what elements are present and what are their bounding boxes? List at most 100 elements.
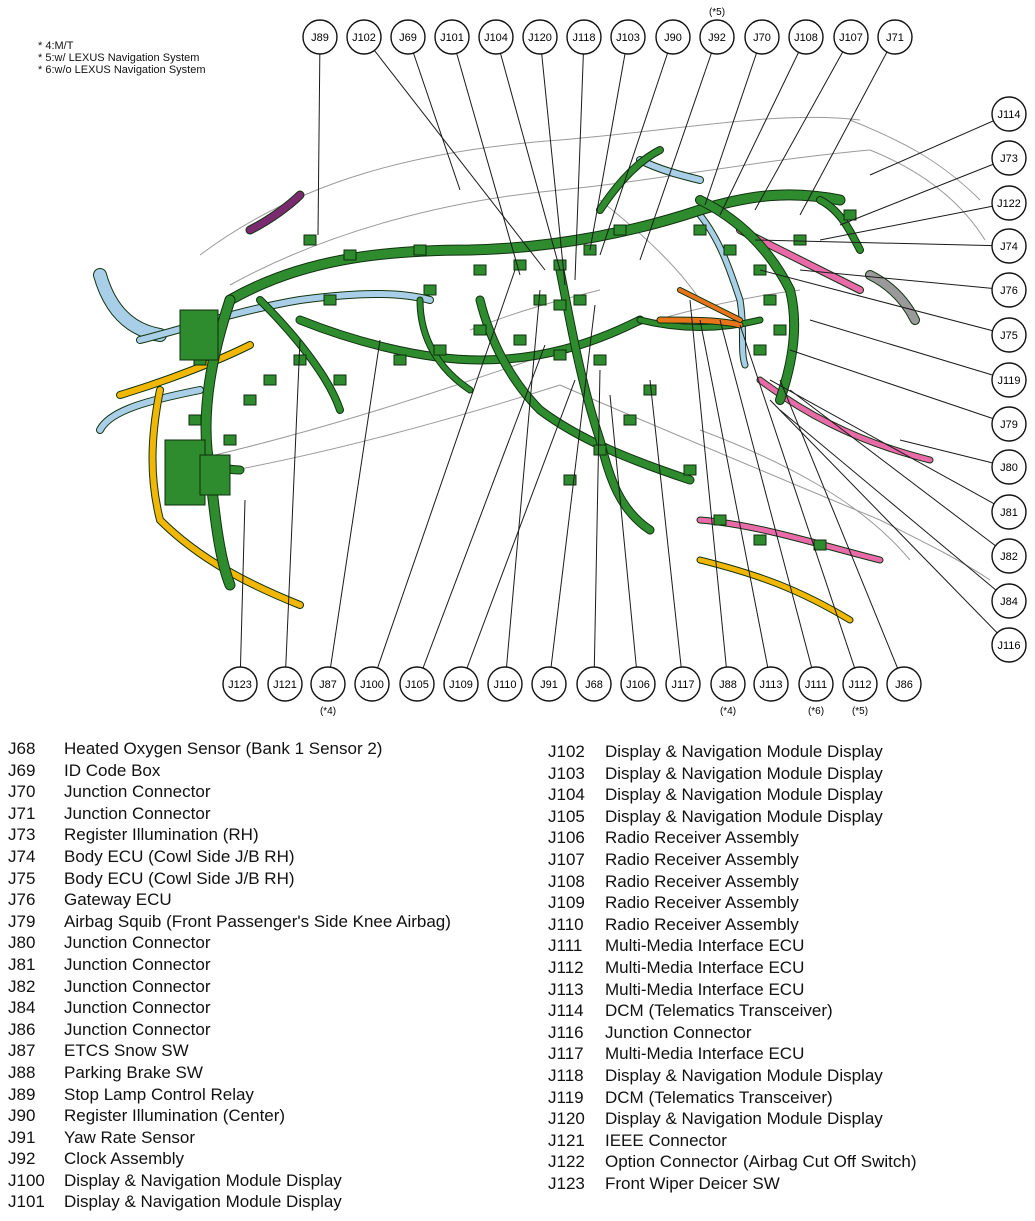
connector-symbol [623, 414, 637, 426]
legend-description: Option Connector (Airbag Cut Off Switch) [605, 1152, 917, 1172]
callout-circle [610, 19, 646, 55]
legend-description: Display & Navigation Module Display [64, 1192, 342, 1212]
legend-description: ID Code Box [64, 760, 161, 780]
legend-description: Junction Connector [64, 933, 211, 953]
callout-circle [699, 19, 735, 55]
connector-symbol [683, 464, 697, 476]
leader-line [639, 36, 718, 261]
legend-row: J89 Stop Lamp Control Relay [8, 1084, 451, 1106]
leader-line [539, 36, 566, 286]
leader-line [699, 319, 772, 685]
callout-label: J90 [664, 32, 682, 44]
callout-circle [798, 666, 834, 702]
callout-label: J82 [1000, 551, 1018, 563]
legend-code: J120 [548, 1109, 585, 1129]
legend-description: Display & Navigation Module Display [605, 1109, 883, 1129]
harness-wire-outline [696, 556, 854, 624]
callout-label: J117 [671, 679, 694, 691]
leader-line [704, 36, 763, 206]
legend-code: J79 [8, 911, 36, 931]
callout-label: J73 [1000, 153, 1018, 165]
harness-wire [866, 271, 919, 324]
leader-line [739, 324, 861, 685]
callout-circle [576, 666, 612, 702]
callout-circle [991, 185, 1027, 221]
leader-line [548, 304, 596, 685]
legend-code: J106 [548, 828, 585, 848]
connector-symbol [333, 374, 347, 386]
legend-code: J105 [548, 806, 585, 826]
callout-label: J68 [585, 679, 603, 691]
callout-label: J86 [895, 679, 913, 691]
callout-note: (*5) [852, 706, 868, 717]
connector-symbol [303, 234, 317, 246]
connector-symbol [563, 474, 577, 486]
leader-line [589, 36, 629, 251]
legend-code: J89 [8, 1084, 36, 1104]
legend-description: ETCS Snow SW [64, 1041, 189, 1061]
legend-code: J71 [8, 803, 36, 823]
leader-lines [239, 36, 1010, 685]
leader-line [779, 409, 1010, 602]
legend-description: Front Wiper Deicer SW [605, 1173, 780, 1193]
legend-description: Radio Receiver Assembly [605, 828, 799, 848]
connector-symbol [513, 259, 527, 271]
notes: * 4:M/T * 5:w/ LEXUS Navigation System *… [38, 40, 206, 76]
connector-symbol [343, 249, 357, 261]
legend-code: J69 [8, 760, 36, 780]
legend-code: J84 [8, 998, 36, 1018]
legend-code: J76 [8, 890, 36, 910]
leader-line [407, 36, 461, 191]
leader-line [371, 269, 516, 685]
legend-description: Register Illumination (Center) [64, 1106, 286, 1126]
callout-label: J109 [449, 679, 473, 691]
callout-label: J105 [405, 679, 429, 691]
legend-code: J123 [548, 1173, 585, 1193]
connector-symbol [573, 294, 587, 306]
connector-symbol [613, 224, 627, 236]
legend-row: J106 Radio Receiver Assembly [548, 827, 917, 849]
callout-note: (*5) [709, 7, 725, 18]
legend-code: J86 [8, 1019, 36, 1039]
callout-label: J88 [719, 679, 737, 691]
legend-description: Stop Lamp Control Relay [64, 1084, 254, 1104]
legend-code: J87 [8, 1041, 36, 1061]
legend-code: J110 [548, 914, 584, 934]
callout-circle [991, 272, 1027, 308]
legend-description: Clock Assembly [64, 1149, 184, 1169]
connector-symbol [763, 294, 777, 306]
legend-description: Junction Connector [64, 998, 211, 1018]
legend-code: J117 [548, 1044, 584, 1064]
legend-code: J80 [8, 933, 36, 953]
legend-code: J74 [8, 846, 36, 866]
callout-label: J119 [997, 375, 1020, 387]
callout-label: J100 [360, 679, 384, 691]
harness-wire [117, 342, 253, 398]
leader-line [779, 379, 905, 685]
leader-line [769, 379, 1010, 513]
callout-label: J121 [273, 679, 297, 691]
callout-circle [991, 96, 1027, 132]
callout-circle [833, 19, 869, 55]
legend-row: J80 Junction Connector [8, 932, 451, 954]
harness-wire [476, 296, 694, 484]
connector-symbol [513, 334, 527, 346]
legend-code: J114 [548, 1001, 584, 1021]
callout-label: J122 [997, 198, 1021, 210]
legend-code: J91 [8, 1127, 36, 1147]
leader-line [899, 439, 1010, 468]
callout-circle [991, 140, 1027, 176]
callout-circle [753, 666, 789, 702]
leader-line [599, 36, 674, 256]
